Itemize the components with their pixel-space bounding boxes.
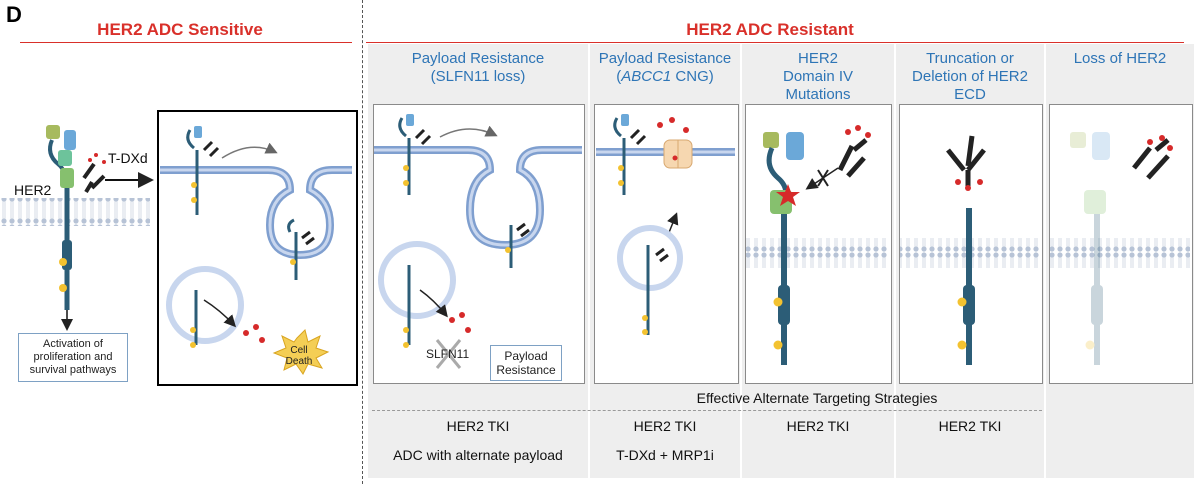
receptor-with-adc-icon bbox=[186, 126, 220, 215]
abcc1-endosome-icon bbox=[617, 225, 683, 335]
panel-letter: D bbox=[6, 2, 22, 27]
tdxd-label: T-DXd bbox=[108, 150, 148, 166]
domain-iv-adc-icon bbox=[837, 125, 871, 178]
slfn11-endosome-icon bbox=[378, 241, 471, 348]
column-title-line: Domain IV bbox=[782, 68, 854, 85]
strategy-col2-row2: T-DXd + MRP1i bbox=[616, 447, 714, 463]
activation-box: Activation of proliferation and survival… bbox=[18, 333, 128, 382]
truncated-her2-receptor-icon bbox=[957, 208, 975, 365]
gene-name-italic: ABCC1 bbox=[621, 68, 672, 85]
column-title-line: HER2 bbox=[797, 50, 838, 67]
truncation-adc-icon bbox=[946, 135, 986, 191]
abcc1-efflux-dots bbox=[657, 117, 689, 236]
payload-dots bbox=[243, 324, 265, 343]
sensitive-title: HER2 ADC Sensitive bbox=[97, 20, 263, 39]
strategy-col1-row2: ADC with alternate payload bbox=[393, 447, 563, 463]
blocked-binding-arrow-icon bbox=[805, 167, 839, 190]
sensitive-membrane bbox=[0, 198, 150, 226]
slfn11-lost-x-icon bbox=[435, 339, 462, 369]
internalization-arrow bbox=[221, 142, 278, 159]
column-title-abcc1: Payload Resistance (ABCC1 CNG) bbox=[590, 50, 740, 86]
loss-membrane bbox=[1050, 238, 1190, 268]
sensitive-box-membrane bbox=[160, 166, 352, 260]
strategy-col4-row1: HER2 TKI bbox=[938, 418, 1002, 434]
slfn11-label: SLFN11 bbox=[426, 347, 470, 361]
faded-her2-receptor-icon bbox=[1070, 132, 1110, 365]
resistant-title-underline bbox=[366, 42, 1184, 43]
sensitive-title-underline bbox=[20, 42, 352, 43]
column-title-truncation: Truncation or Deletion of HER2 ECD bbox=[896, 50, 1044, 104]
column-title-line: (SLFN11 loss) bbox=[430, 68, 526, 85]
cell-death-burst-icon bbox=[272, 329, 330, 375]
strategy-col1-row1: HER2 TKI bbox=[446, 418, 510, 434]
payload-resistance-box: Payload Resistance bbox=[490, 345, 562, 381]
resistant-title: HER2 ADC Resistant bbox=[686, 20, 854, 39]
loss-adc-icon bbox=[1132, 135, 1173, 180]
column-title-rest: CNG bbox=[671, 68, 709, 85]
column-title-domain-iv: HER2 Domain IV Mutations bbox=[742, 50, 894, 104]
mutation-star-icon bbox=[776, 184, 800, 206]
column-title-line: Payload Resistance bbox=[411, 50, 545, 67]
strategy-col2-row1: HER2 TKI bbox=[633, 418, 697, 434]
column-title-line: Loss of HER2 bbox=[1073, 50, 1167, 67]
column-title-loss: Loss of HER2 bbox=[1046, 50, 1194, 68]
column-title-line: ECD bbox=[954, 86, 986, 103]
strategies-header: Effective Alternate Targeting Strategies bbox=[696, 390, 938, 406]
antibody-drug-conjugate-icon bbox=[82, 153, 106, 194]
strategies-separator bbox=[372, 410, 1042, 411]
endosome-icon bbox=[166, 266, 244, 348]
column-title-line: Truncation or bbox=[926, 50, 1014, 67]
mrp1-transporter-icon bbox=[663, 139, 693, 169]
her2-label: HER2 bbox=[14, 182, 52, 198]
domain-iv-membrane bbox=[746, 238, 889, 268]
slfn11-internalized-receptor-icon bbox=[505, 222, 530, 268]
section-divider bbox=[362, 0, 363, 484]
strategy-col3-row1: HER2 TKI bbox=[786, 418, 850, 434]
slfn11-receptor-icon bbox=[398, 114, 432, 195]
column-title-slfn11: Payload Resistance (SLFN11 loss) bbox=[368, 50, 588, 86]
column-title-line: Payload Resistance bbox=[598, 50, 732, 67]
column-title-line: (ABCC1 CNG) bbox=[616, 68, 714, 85]
column-title-line: Mutations bbox=[785, 86, 851, 103]
column-title-line: Deletion of HER2 bbox=[912, 68, 1028, 85]
internalized-receptor-icon bbox=[287, 218, 315, 280]
her2-receptor-icon bbox=[46, 125, 76, 310]
abcc1-receptor-icon bbox=[613, 114, 647, 195]
cell-death-label: Cell Death bbox=[285, 345, 313, 367]
slfn11-membrane bbox=[374, 146, 582, 250]
slfn11-internalization-arrow bbox=[439, 125, 498, 138]
